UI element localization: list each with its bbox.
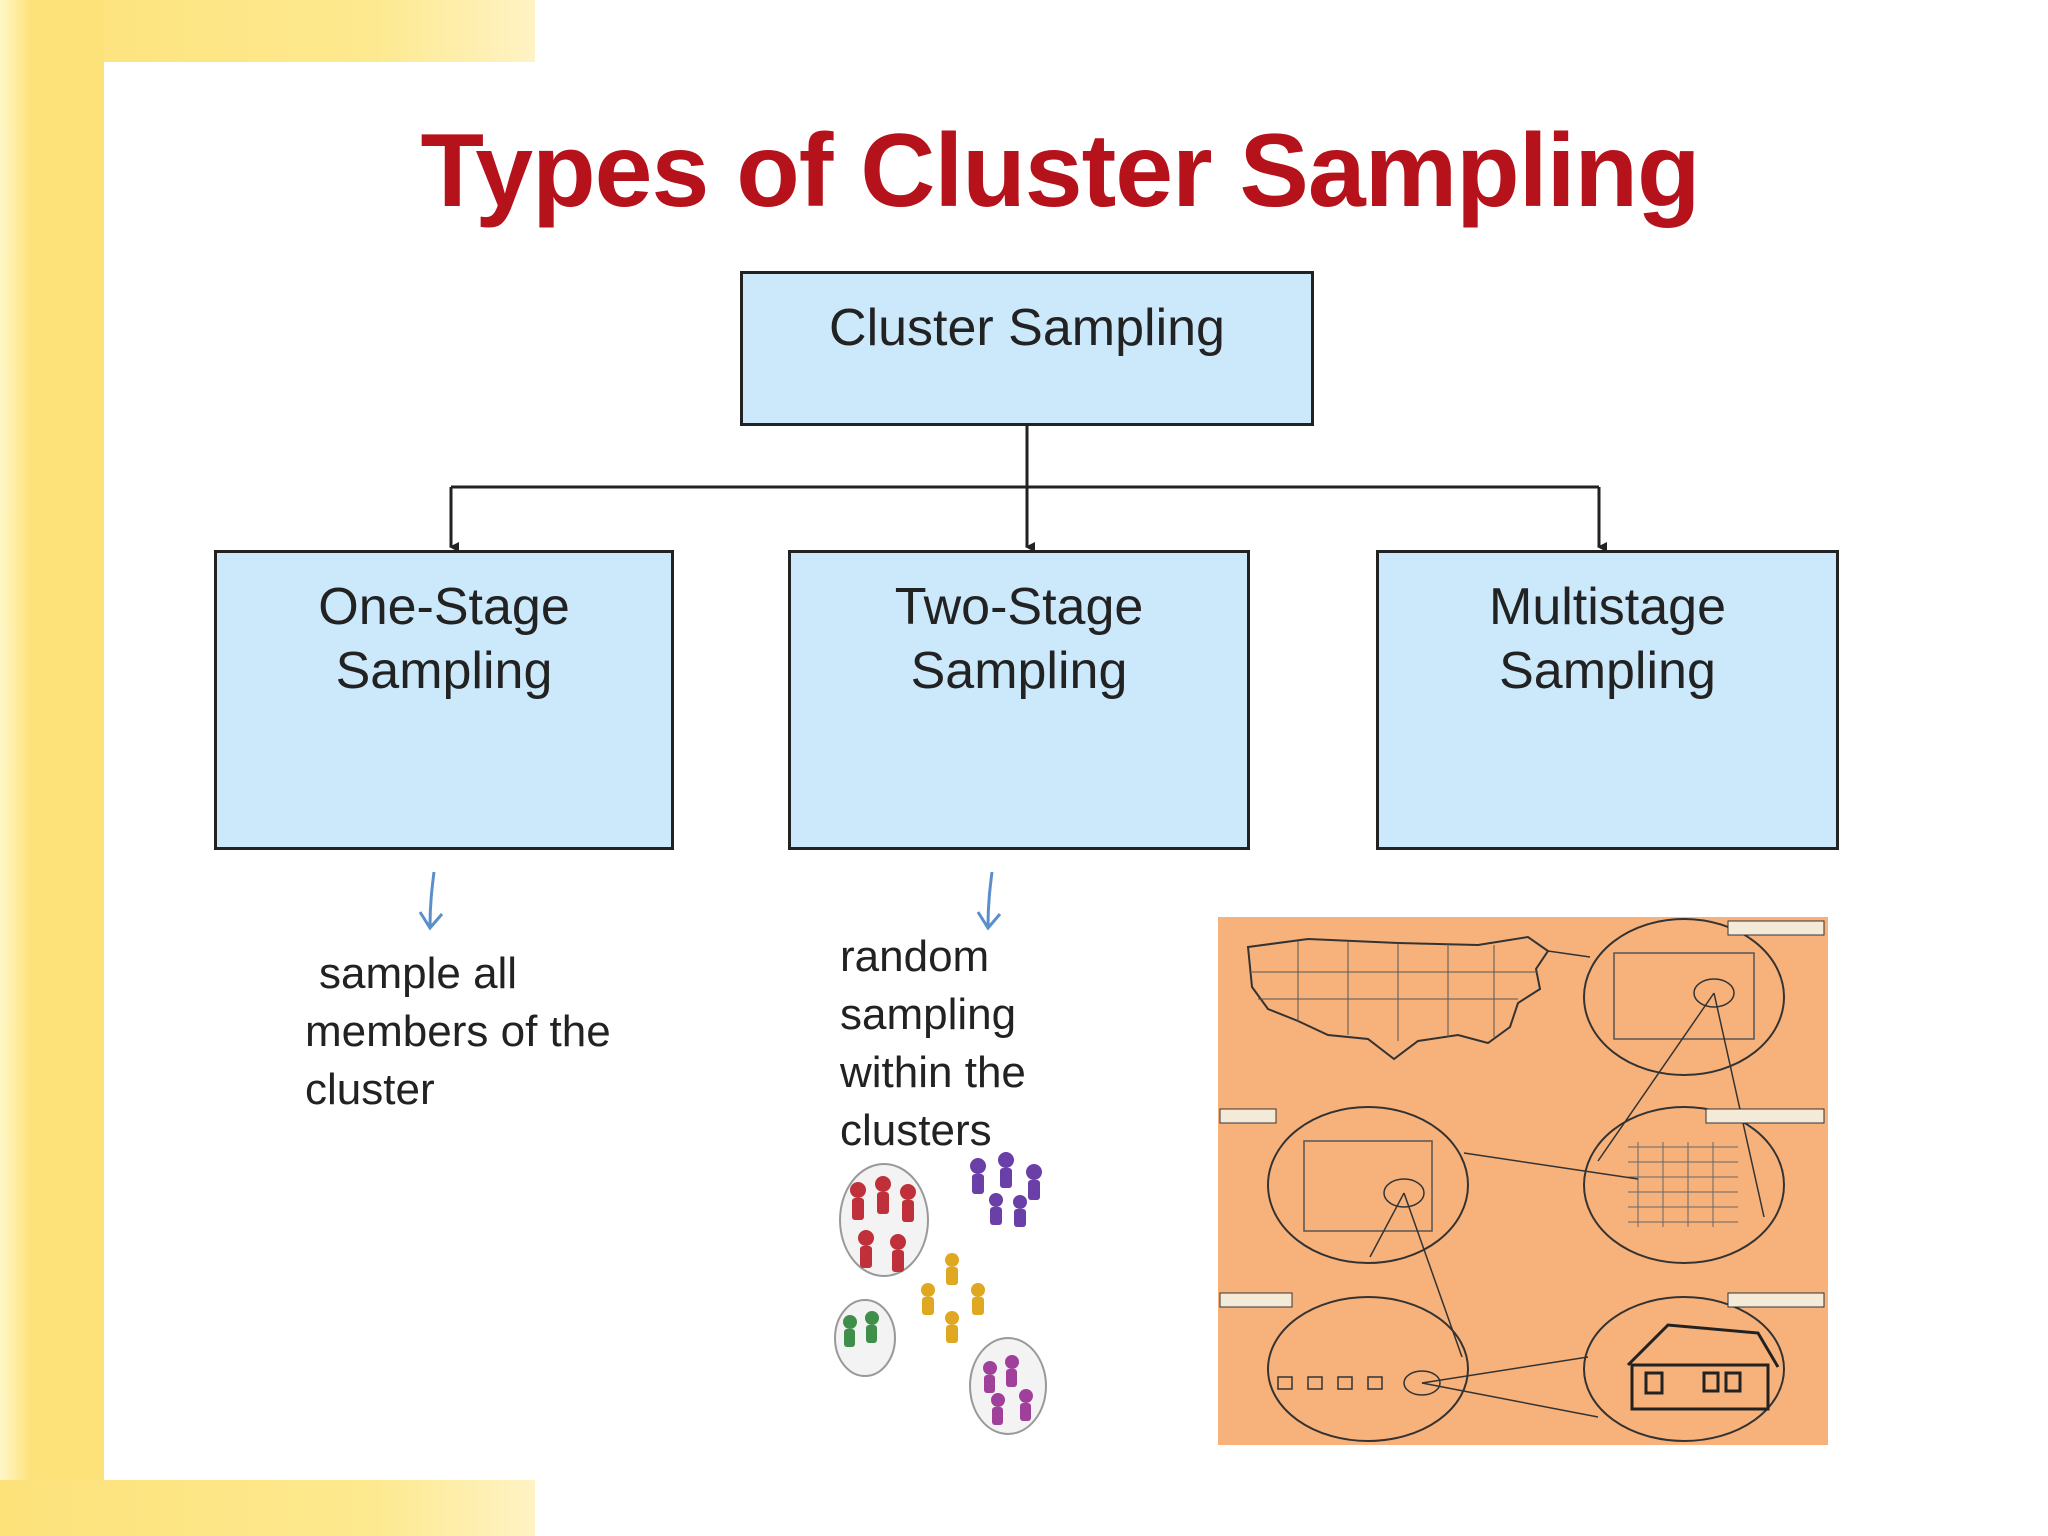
one-stage-label-line1: One-Stage	[318, 578, 570, 636]
one-stage-description: sample all members of the cluster	[305, 945, 685, 1119]
people-clusters-icon	[834, 1152, 1047, 1435]
cluster-sampling-box: Cluster Sampling	[740, 271, 1314, 426]
two-stage-description-line: within the	[840, 1048, 1026, 1097]
two-stage-label: Two-Stage Sampling	[791, 553, 1247, 703]
one-stage-description-line: sample all	[319, 949, 518, 998]
one-stage-box: One-Stage Sampling	[214, 550, 674, 850]
two-stage-box: Two-Stage Sampling	[788, 550, 1250, 850]
multistage-label: Multistage Sampling	[1379, 553, 1836, 703]
two-stage-label-line1: Two-Stage	[894, 578, 1144, 636]
down-arrow-icon	[418, 871, 444, 931]
two-stage-description-line: random	[840, 932, 990, 981]
multistage-map-illustration	[1218, 917, 1828, 1445]
one-stage-label: One-Stage Sampling	[217, 553, 671, 703]
frame-bottom-bar	[0, 1480, 535, 1536]
one-stage-description-line: cluster	[305, 1065, 435, 1114]
multistage-label-line1: Multistage	[1489, 578, 1726, 636]
multistage-label-line2: Sampling	[1499, 642, 1716, 700]
two-stage-description: random sampling within the clusters	[840, 928, 1120, 1160]
frame-left-bar	[0, 0, 104, 1536]
one-stage-description-line: members of the	[305, 1007, 611, 1056]
slide-title: Types of Cluster Sampling	[420, 113, 1700, 229]
cluster-sampling-label: Cluster Sampling	[829, 299, 1225, 357]
two-stage-label-line2: Sampling	[910, 642, 1128, 700]
one-stage-label-line2: Sampling	[335, 642, 553, 700]
multistage-box: Multistage Sampling	[1376, 550, 1839, 850]
two-stage-description-line: clusters	[840, 1106, 992, 1155]
two-stage-description-line: sampling	[840, 990, 1017, 1039]
down-arrow-icon	[976, 871, 1002, 931]
